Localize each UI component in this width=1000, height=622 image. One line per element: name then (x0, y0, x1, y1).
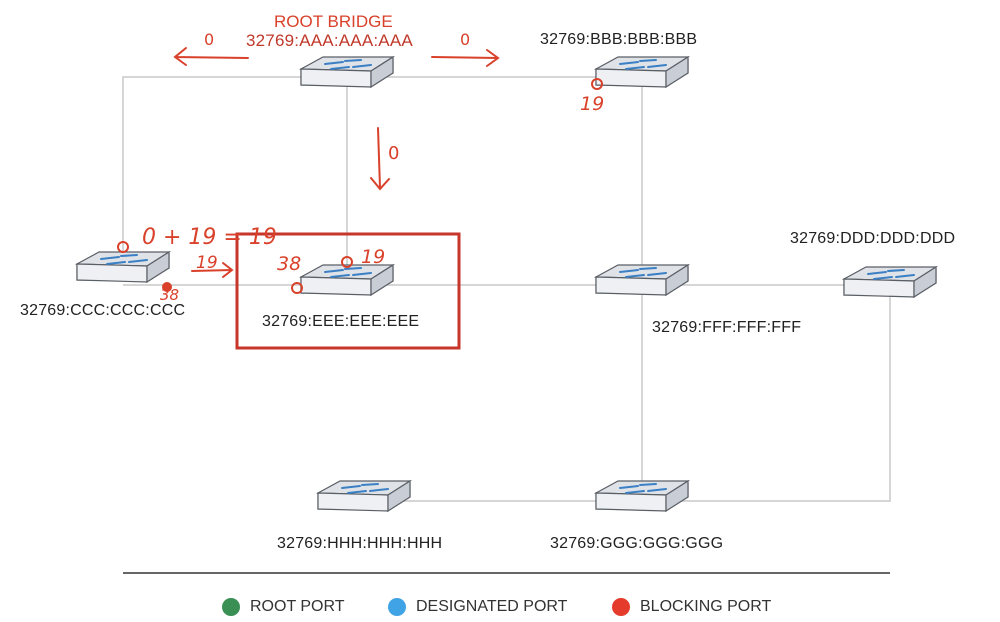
switch-label-ccc: 32769:CCC:CCC:CCC (20, 302, 186, 319)
cost-ccc-port: 38 (160, 286, 180, 304)
switch-label-eee: 32769:EEE:EEE:EEE (262, 313, 420, 330)
designated-port-dot-icon (388, 598, 406, 616)
cost-bbb: 19 (580, 93, 605, 115)
switch-label-bbb: 32769:BBB:BBB:BBB (540, 31, 698, 48)
switch-bbb-icon (593, 55, 691, 89)
port-marker-ccc-top (117, 241, 129, 253)
switch-aaa-icon (298, 55, 396, 89)
port-marker-eee-left (291, 282, 303, 294)
switch-ccc-icon (74, 250, 172, 284)
switch-label-ggg: 32769:GGG:GGG:GGG (550, 535, 724, 552)
cost-ccc-formula: 0 + 19 = 19 (142, 225, 277, 250)
legend-blocking-port: BLOCKING PORT (612, 598, 771, 616)
legend-label: ROOT PORT (250, 598, 345, 615)
root-port-dot-icon (222, 598, 240, 616)
legend-label: DESIGNATED PORT (416, 598, 568, 615)
switch-label-ddd: 32769:DDD:DDD:DDD (790, 230, 956, 247)
arrow-down (370, 127, 390, 191)
switch-hhh-icon (315, 479, 413, 513)
cost-right-arrow: 0 (460, 30, 471, 49)
link-aaa-ccc (122, 76, 347, 272)
port-marker-bbb (591, 78, 603, 90)
legend-label: BLOCKING PORT (640, 598, 772, 615)
switch-ddd-icon (841, 265, 939, 299)
switch-label-aaa: 32769:AAA:AAA:AAA (246, 31, 413, 50)
link-ddd-ggg (642, 287, 891, 502)
highlight-box (235, 232, 461, 350)
arrow-ccc-eee (191, 262, 234, 278)
cost-left-arrow: 0 (204, 30, 215, 49)
switch-label-hhh: 32769:HHH:HHH:HHH (277, 535, 443, 552)
switches-layer (74, 55, 939, 513)
cost-ccc-arrow: 19 (196, 253, 218, 273)
root-bridge-label: ROOT BRIDGE (274, 12, 393, 31)
arrow-left (173, 47, 249, 66)
switch-eee-icon (298, 263, 396, 297)
cost-eee-left: 38 (277, 253, 302, 275)
blocking-port-dot-icon (612, 598, 630, 616)
cost-eee-top: 19 (361, 246, 386, 268)
arrow-right (431, 49, 500, 67)
links-layer (122, 76, 891, 502)
switch-ggg-icon (593, 479, 691, 513)
switch-fff-icon (593, 263, 691, 297)
switch-label-fff: 32769:FFF:FFF:FFF (652, 319, 802, 336)
port-marker-eee-top (341, 256, 353, 268)
legend-root-port: ROOT PORT (222, 598, 345, 616)
legend-designated-port: DESIGNATED PORT (388, 598, 567, 616)
port-marker-ccc-right (162, 282, 172, 292)
cost-down-arrow: 0 (388, 143, 400, 164)
